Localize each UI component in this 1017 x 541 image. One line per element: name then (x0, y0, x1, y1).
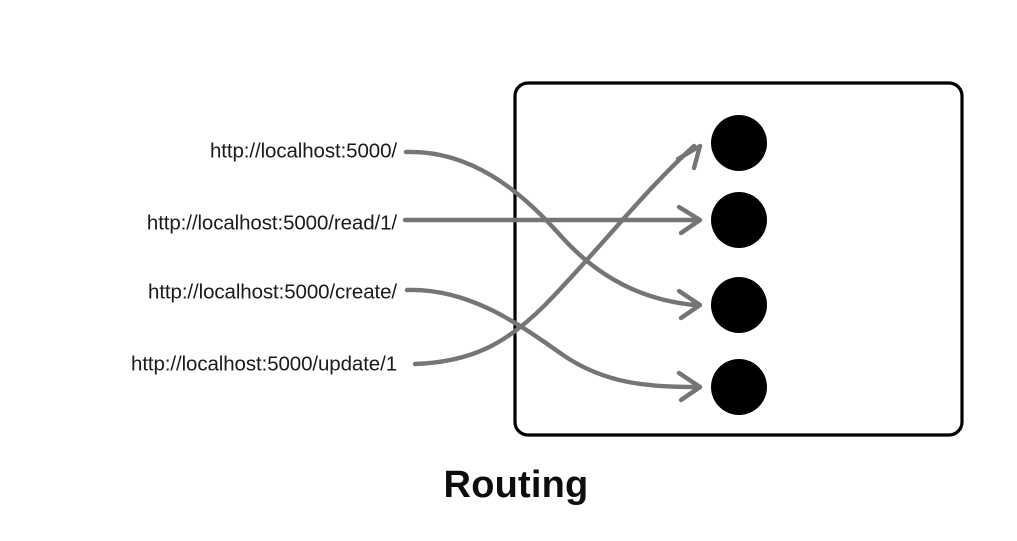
router-box (513, 81, 964, 437)
arrow-head-icon-update (675, 143, 703, 171)
request-url-labels: http://localhost:5000/ http://localhost:… (131, 139, 397, 375)
request-url-update: http://localhost:5000/update/1 (131, 352, 397, 375)
arrow-head-icon-read (676, 204, 703, 236)
request-url-read: http://localhost:5000/read/1/ (147, 211, 398, 234)
router-node-2[interactable] (711, 192, 767, 248)
arrow-head-icon-root (676, 288, 703, 321)
router-node-4[interactable] (711, 359, 767, 415)
arrow-head-icon-create (676, 370, 703, 403)
request-url-root: http://localhost:5000/ (210, 139, 397, 162)
route-connectors (402, 143, 697, 390)
page-title: Routing (444, 464, 589, 506)
route-arrowheads (675, 143, 703, 403)
router-node-3[interactable] (711, 277, 767, 333)
request-url-create: http://localhost:5000/create/ (148, 280, 397, 303)
route-path-update (412, 143, 697, 367)
route-path-root (403, 149, 697, 308)
router-node-1[interactable] (711, 115, 767, 171)
router-nodes (711, 115, 767, 415)
route-path-create (404, 287, 697, 390)
